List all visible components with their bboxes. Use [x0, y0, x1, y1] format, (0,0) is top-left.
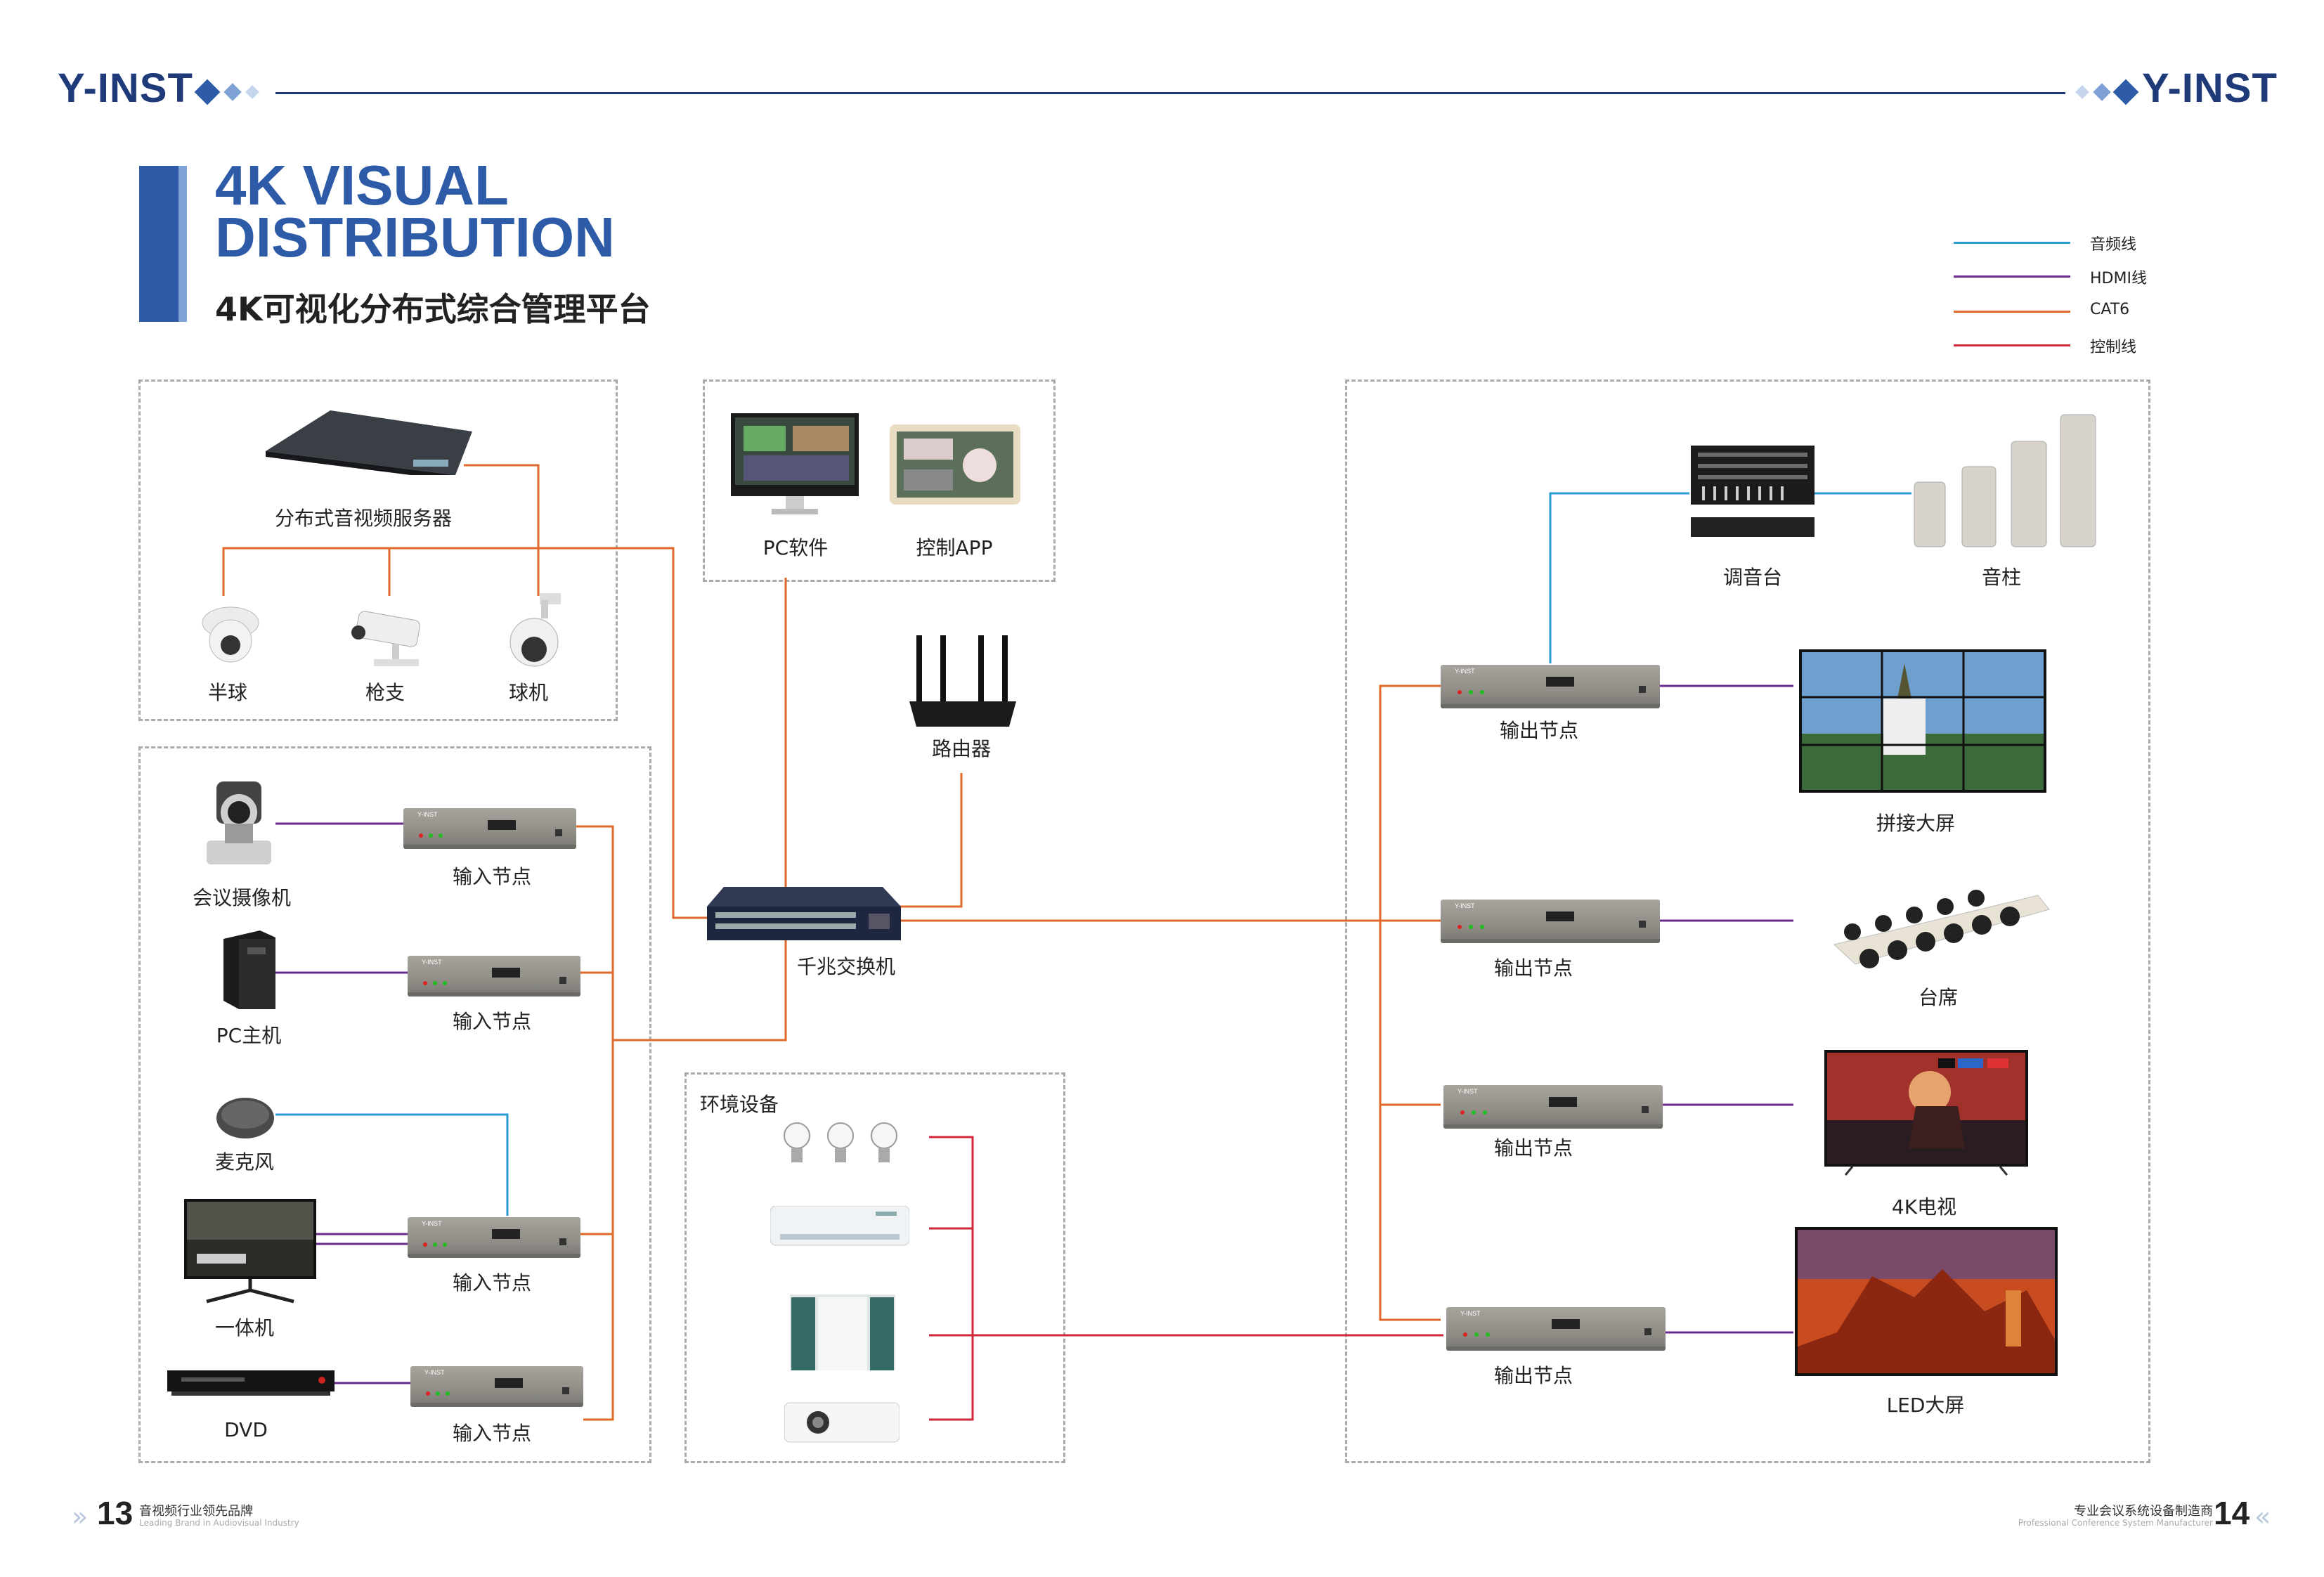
- audio-mixer-icon: [1689, 444, 1816, 540]
- router-icon: [907, 634, 1019, 731]
- legend-swatch-audio: [1954, 242, 2070, 244]
- curtain-icon: [790, 1294, 895, 1370]
- left-page-number: 13: [97, 1495, 134, 1531]
- all-in-one-label: 一体机: [214, 1316, 275, 1339]
- bullet-camera-label: 枪支: [365, 681, 405, 704]
- legend-label-control: 控制线: [2090, 339, 2137, 356]
- output-node-device: Y-INST: [1446, 1307, 1666, 1346]
- server-label: 分布式音视频服务器: [274, 507, 453, 530]
- air-conditioner-icon: [770, 1205, 910, 1251]
- control-app-tablet-icon: [888, 423, 1022, 506]
- header-rule: [275, 92, 2065, 94]
- output-node-device: Y-INST: [1441, 900, 1660, 939]
- dvd-label: DVD: [224, 1418, 268, 1441]
- bullet-camera-icon: [346, 609, 423, 668]
- title-accent-bar-light: [178, 166, 187, 322]
- right-page-number: 14: [2214, 1495, 2250, 1531]
- conference-camera-icon: [201, 780, 277, 866]
- video-wall-label: 拼接大屏: [1876, 812, 1956, 835]
- router-label: 路由器: [931, 737, 992, 760]
- legend-swatch-cat6: [1954, 311, 2070, 313]
- right-chevron-icon: «: [2254, 1501, 2271, 1532]
- projector-icon: [784, 1400, 900, 1445]
- ptz-camera-icon: [502, 593, 565, 669]
- microphone-icon: [215, 1096, 275, 1140]
- control-app-label: 控制APP: [916, 536, 993, 559]
- audio-mixer-label: 调音台: [1722, 566, 1783, 589]
- input-node-label: 输入节点: [452, 1422, 532, 1445]
- pc-host-icon: [223, 928, 275, 1009]
- conference-seats-icon: [1827, 881, 2052, 978]
- light-bulbs-icon: [781, 1119, 901, 1172]
- tv-4k-label: 4K电视: [1891, 1195, 1957, 1219]
- left-footer-en: Leading Brand in Audiovisual Industry: [139, 1518, 299, 1528]
- dome-camera-label: 半球: [207, 681, 248, 704]
- tv-4k-icon: [1824, 1050, 2028, 1176]
- output-node-label: 输出节点: [1493, 956, 1573, 980]
- output-node-label: 输出节点: [1493, 1136, 1573, 1160]
- pc-software-label: PC软件: [762, 536, 829, 559]
- gigabit-switch-icon: [707, 887, 901, 943]
- page-title-line2: DISTRIBUTION: [215, 206, 615, 268]
- server-rack-icon: [266, 410, 472, 481]
- pc-software-monitor-icon: [729, 412, 860, 517]
- input-node-device: Y-INST: [408, 1217, 580, 1254]
- input-node-device: Y-INST: [408, 956, 580, 992]
- conference-camera-label: 会议摄像机: [192, 886, 292, 909]
- column-speaker-label: 音柱: [1981, 566, 2022, 589]
- legend-swatch-hdmi: [1954, 275, 2070, 278]
- dvd-player-icon: [167, 1369, 335, 1397]
- input-node-label: 输入节点: [452, 1010, 532, 1033]
- conference-seats-label: 台席: [1918, 986, 1959, 1009]
- video-wall-icon: [1799, 649, 2046, 793]
- output-node-device: Y-INST: [1441, 665, 1660, 704]
- right-footer-cn: 专业会议系统设备制造商: [2074, 1504, 2213, 1519]
- input-node-label: 输入节点: [452, 1271, 532, 1294]
- output-node-label: 输出节点: [1493, 1364, 1573, 1387]
- input-node-label: 输入节点: [452, 865, 532, 888]
- output-node-device: Y-INST: [1443, 1085, 1663, 1124]
- environment-group-box: [684, 1072, 1065, 1463]
- input-group-box: [138, 746, 651, 1463]
- legend-swatch-control: [1954, 344, 2070, 346]
- microphone-label: 麦克风: [214, 1150, 275, 1174]
- ptz-camera-label: 球机: [508, 681, 549, 704]
- all-in-one-icon: [183, 1198, 318, 1304]
- page-title-line1: 4K VISUAL: [215, 154, 509, 216]
- right-brand-logo: Y-INST: [2142, 65, 2278, 111]
- led-screen-icon: [1795, 1227, 2058, 1376]
- gigabit-switch-label: 千兆交换机: [796, 955, 896, 978]
- input-node-device: Y-INST: [410, 1366, 583, 1403]
- output-node-label: 输出节点: [1499, 719, 1579, 742]
- dome-camera-icon: [200, 602, 261, 666]
- pc-host-label: PC主机: [216, 1024, 282, 1047]
- legend-label-hdmi: HDMI线: [2090, 270, 2147, 287]
- left-chevron-icon: »: [72, 1501, 89, 1532]
- input-node-device: Y-INST: [403, 808, 576, 845]
- right-footer-en: Professional Conference System Manufactu…: [2018, 1518, 2213, 1528]
- column-speaker-icon: [1911, 412, 2097, 550]
- camera-group-box: [138, 379, 618, 721]
- legend-label-cat6: CAT6: [2090, 301, 2130, 318]
- control-group-box: [703, 379, 1056, 582]
- legend-label-audio: 音频线: [2090, 236, 2137, 254]
- left-brand-logo: Y-INST: [58, 65, 193, 111]
- environment-title: 环境设备: [700, 1093, 779, 1116]
- led-screen-label: LED大屏: [1886, 1394, 1965, 1417]
- title-accent-bar: [139, 166, 178, 322]
- left-footer-cn: 音视频行业领先品牌: [139, 1504, 253, 1519]
- page-subtitle: 4K可视化分布式综合管理平台: [215, 290, 651, 328]
